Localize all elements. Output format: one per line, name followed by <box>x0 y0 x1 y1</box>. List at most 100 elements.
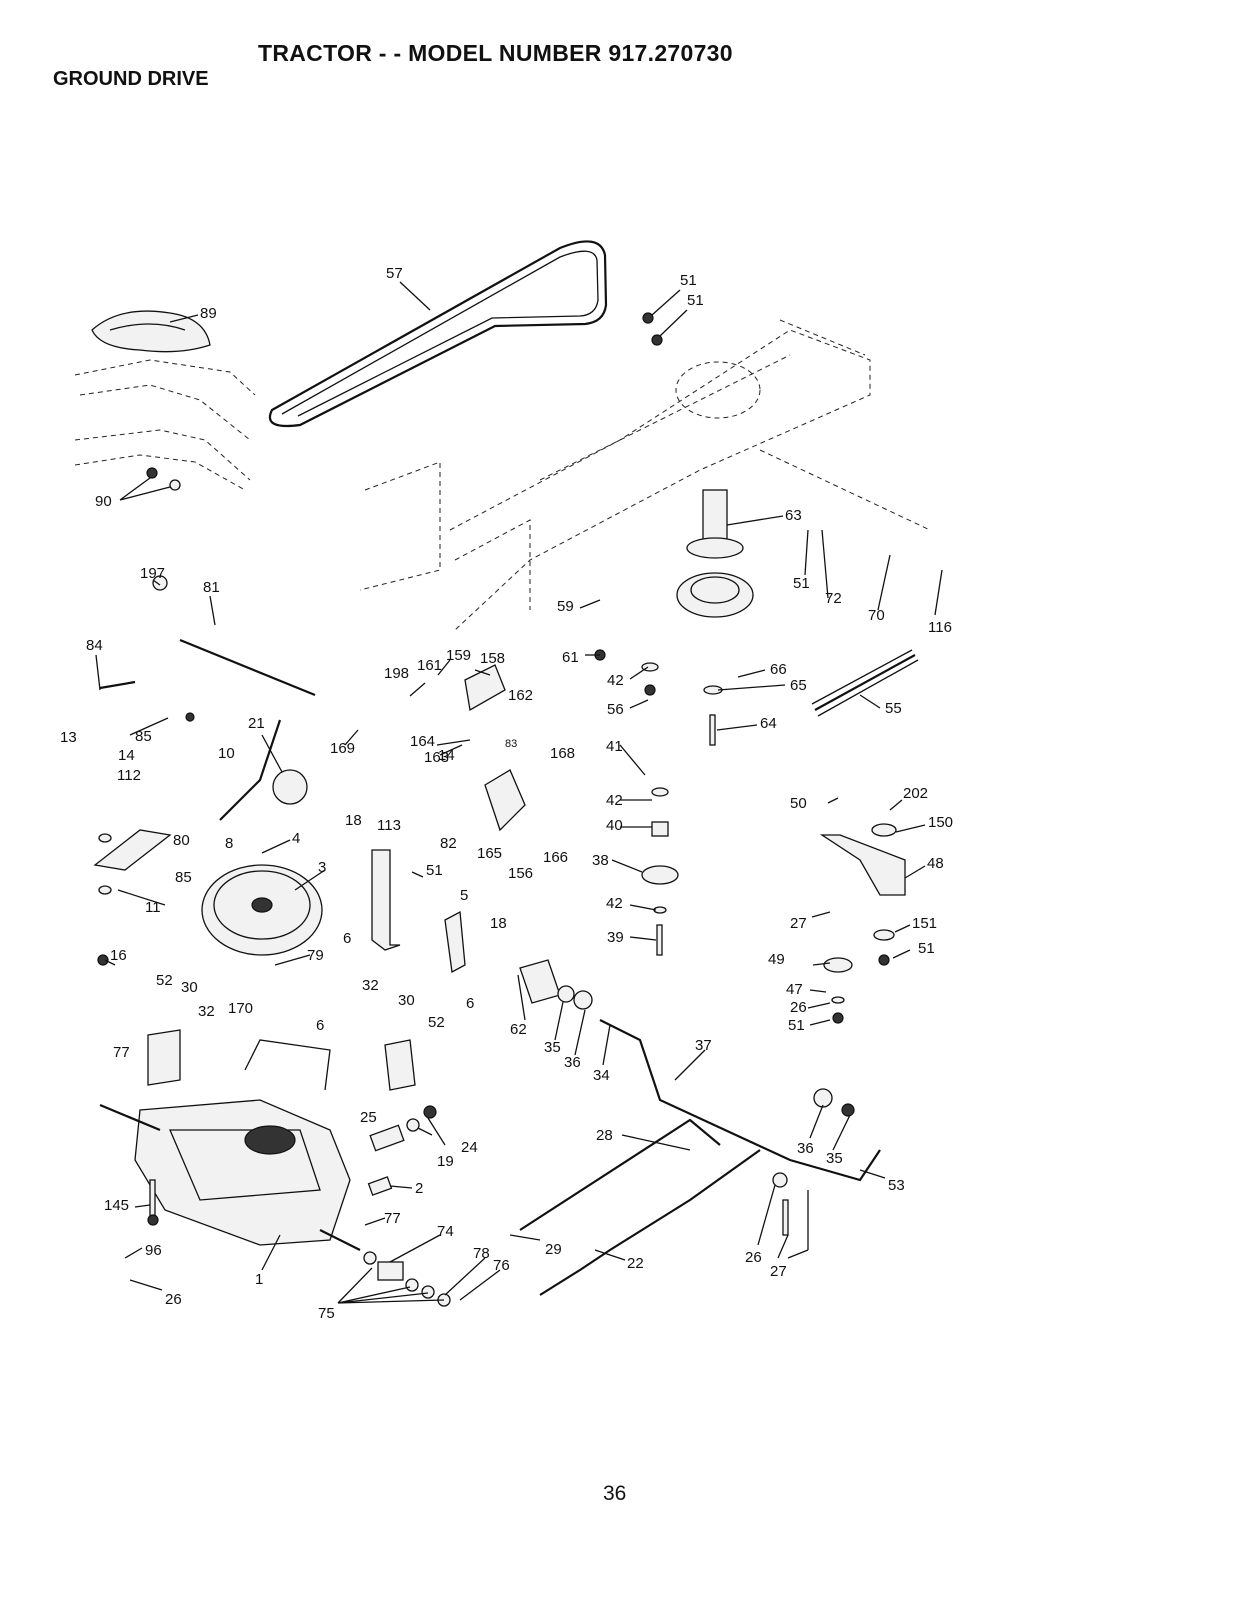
callout: 75 <box>318 1305 335 1322</box>
callout: 8 <box>225 835 233 852</box>
callout: 70 <box>868 607 885 624</box>
callout: 65 <box>790 677 807 694</box>
hardware <box>97 312 897 1307</box>
callout: 74 <box>437 1223 454 1240</box>
callout: 112 <box>117 767 141 784</box>
callout: 79 <box>307 947 324 964</box>
callout: 26 <box>790 999 807 1016</box>
callout: 39 <box>607 929 624 946</box>
callout: 10 <box>218 745 235 762</box>
callout: 166 <box>543 849 568 866</box>
callout: 158 <box>480 650 505 667</box>
drive-belt <box>268 240 608 428</box>
callout: 13 <box>60 729 77 746</box>
callout: 49 <box>768 951 785 968</box>
callout: 82 <box>440 835 457 852</box>
tension-spring <box>811 649 919 717</box>
callout: 16 <box>110 947 127 964</box>
callout: 51 <box>793 575 810 592</box>
callout: 169 <box>330 740 355 757</box>
callout: 6 <box>316 1017 324 1034</box>
section-title: GROUND DRIVE <box>53 68 209 90</box>
callout: 24 <box>461 1139 478 1156</box>
callout: 35 <box>544 1039 561 1056</box>
callout: 59 <box>557 598 574 615</box>
callout: 77 <box>113 1044 130 1061</box>
callout: 83 <box>505 738 517 750</box>
callout: 1 <box>255 1271 263 1288</box>
callout: 55 <box>885 700 902 717</box>
callout: 113 <box>377 817 401 834</box>
callout: 18 <box>490 915 507 932</box>
callout: 42 <box>606 895 623 912</box>
callout: 36 <box>564 1054 581 1071</box>
callout: 22 <box>627 1255 644 1272</box>
callout: 41 <box>606 738 623 755</box>
callout: 42 <box>606 792 623 809</box>
callout: 145 <box>104 1197 129 1214</box>
callout: 29 <box>545 1241 562 1258</box>
callout: 32 <box>362 977 379 994</box>
callout: 64 <box>760 715 777 732</box>
callout: 48 <box>927 855 944 872</box>
callout: 51 <box>687 292 704 309</box>
callout: 85 <box>175 869 192 886</box>
callout: 2 <box>415 1180 423 1197</box>
callout: 47 <box>786 981 803 998</box>
callout: 11 <box>145 899 161 916</box>
callout: 6 <box>466 995 474 1012</box>
callout: 96 <box>145 1242 162 1259</box>
callout: 51 <box>680 272 697 289</box>
callout: 37 <box>695 1037 712 1054</box>
callout: 164 <box>410 733 435 750</box>
callout: 6 <box>343 930 351 947</box>
callout: 52 <box>156 972 173 989</box>
callout: 156 <box>508 865 533 882</box>
callout: 30 <box>398 992 415 1009</box>
transaxle-assembly <box>99 1099 361 1251</box>
callout: 53 <box>888 1177 905 1194</box>
callout: 51 <box>918 940 935 957</box>
callout: 35 <box>826 1150 843 1167</box>
callout: 25 <box>360 1109 377 1126</box>
callout: 34 <box>593 1067 610 1084</box>
callout: 32 <box>198 1003 215 1020</box>
callout: 150 <box>928 814 953 831</box>
callout: 78 <box>473 1245 490 1262</box>
callout: 76 <box>493 1257 510 1274</box>
callout-labels: 57 51 51 89 90 63 51 72 70 116 197 81 84… <box>60 265 953 1322</box>
callout: 57 <box>386 265 403 282</box>
callout: 116 <box>928 619 952 636</box>
callout: 4 <box>292 830 300 847</box>
callout: 197 <box>140 565 165 582</box>
linkage-rods <box>99 638 881 1296</box>
callout: 165 <box>477 845 502 862</box>
callout: 28 <box>596 1127 613 1144</box>
tractor-frame <box>74 319 931 631</box>
callout: 50 <box>790 795 807 812</box>
callout: 27 <box>770 1263 787 1280</box>
callout: 80 <box>173 832 190 849</box>
callout: 72 <box>825 590 842 607</box>
callout: 5 <box>460 887 468 904</box>
callout: 62 <box>510 1021 527 1038</box>
callout: 77 <box>384 1210 401 1227</box>
main-pulley <box>201 864 323 956</box>
callout: 3 <box>318 859 326 876</box>
idler-pulley-stack <box>676 489 754 618</box>
callout: 162 <box>508 687 533 704</box>
callout: 51 <box>426 862 443 879</box>
callout: 84 <box>86 637 103 654</box>
callout: 159 <box>446 647 471 664</box>
callout: 26 <box>745 1249 762 1266</box>
callout: 66 <box>770 661 787 678</box>
brackets <box>93 664 906 1091</box>
callout: 18 <box>345 812 362 829</box>
leader-lines <box>95 281 943 1304</box>
callout: 163 <box>424 749 449 766</box>
callout: 61 <box>562 649 579 666</box>
callout: 52 <box>428 1014 445 1031</box>
callout: 40 <box>606 817 623 834</box>
seat-pan <box>91 310 211 353</box>
callout: 151 <box>912 915 937 932</box>
